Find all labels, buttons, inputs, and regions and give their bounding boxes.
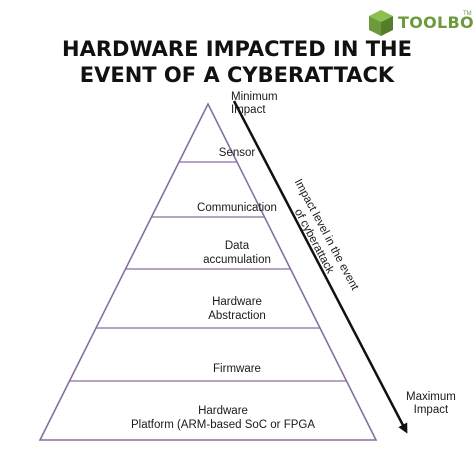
cube-icon xyxy=(369,10,393,36)
impact-arrow xyxy=(232,100,408,434)
pyramid-outline xyxy=(38,102,378,441)
level-label-firmware: Firmware xyxy=(213,363,261,375)
level-label-communication: Communication xyxy=(197,202,277,214)
level-label-hardware-platform: Hardware Platform (ARM-based SoC or FPGA xyxy=(130,405,316,431)
diagram-title-line-1: HARDWARE IMPACTED IN THE xyxy=(62,37,412,61)
maximum-impact-label: Maximum Impact xyxy=(406,391,456,416)
brand-name: TOOLBOX xyxy=(398,13,474,32)
level-label-sensor: Sensor xyxy=(218,147,256,159)
level-label-data-accumulation: Data accumulation xyxy=(203,240,271,266)
minimum-impact-label: Minimum Impact xyxy=(231,91,278,116)
brand-trademark: TM xyxy=(463,11,472,17)
toolbox-logo xyxy=(369,10,393,36)
level-label-hardware-abstraction: Hardware Abstraction xyxy=(208,296,266,322)
diagram-title-line-2: EVENT OF A CYBERATTACK xyxy=(79,63,395,87)
